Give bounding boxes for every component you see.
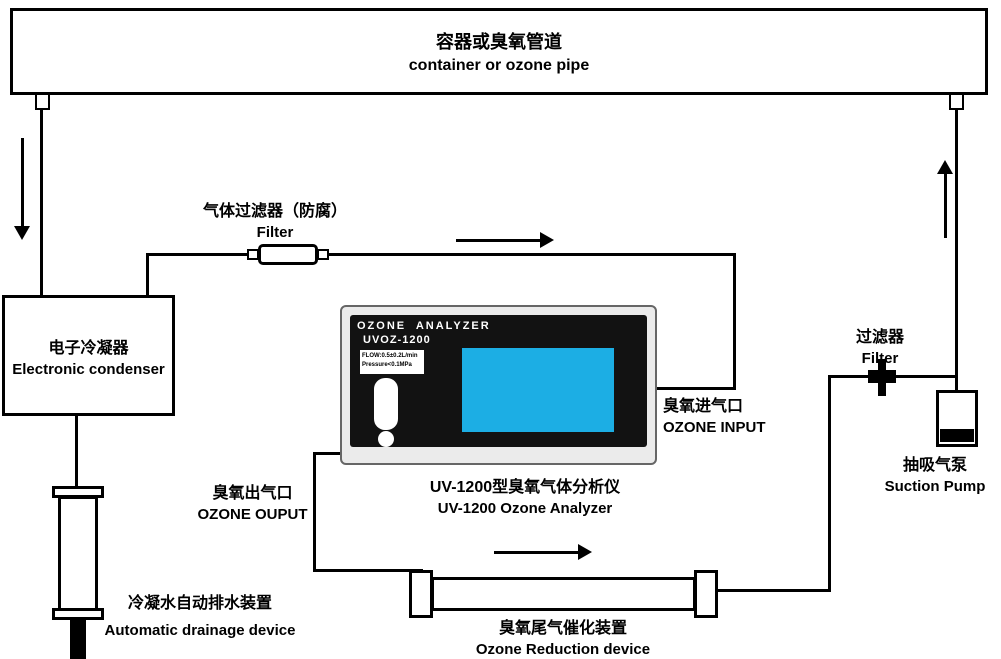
analyzer-label-en: UV-1200 Ozone Analyzer xyxy=(437,499,613,517)
reduction-cap-left xyxy=(409,570,433,618)
analyzer-model: UVOZ-1200 xyxy=(363,334,431,346)
pipe-label-en: container or ozone pipe xyxy=(408,57,590,74)
drainage-body xyxy=(58,496,98,612)
flow-arrow-down-head xyxy=(14,226,30,240)
flow-arrow-up-head xyxy=(937,160,953,174)
analyzer-spec-line1: FLOW:0.5±0.2L/min xyxy=(362,353,418,359)
line-pump-to-pipe xyxy=(955,110,958,390)
analyzer-spec-plate: FLOW:0.5±0.2L/min Pressure<0.1MPa xyxy=(360,350,424,374)
drainage-label-zh: 冷凝水自动排水装置 xyxy=(127,595,272,612)
pump-label-zh: 抽吸气泵 xyxy=(902,457,967,474)
ozone-output-label-zh: 臭氧出气口 xyxy=(212,485,293,502)
ozone-input-label: 臭氧进气口 OZONE INPUT xyxy=(663,397,766,437)
flow-arrow-top-head xyxy=(540,232,554,248)
condenser-label-zh: 电子冷凝器 xyxy=(48,339,129,357)
analyzer-flowmeter-knob xyxy=(378,431,394,447)
drainage-cap-top xyxy=(52,486,104,498)
line-filter-to-input-h xyxy=(329,253,735,256)
drainage-cap-bottom xyxy=(52,608,104,620)
reduction-cap-right xyxy=(694,570,718,618)
analyzer-title: OZONE ANALYZER xyxy=(357,320,491,332)
line-analyzer-output-h xyxy=(313,452,340,455)
reduction-label: 臭氧尾气催化装置 Ozone Reduction device xyxy=(413,619,713,659)
right-filter-label-en: Filter xyxy=(861,349,899,367)
ozone-output-label-en: OZONE OUPUT xyxy=(197,505,308,523)
inline-filter-icon-bar xyxy=(868,370,896,383)
reduction-body xyxy=(431,577,696,611)
flow-arrow-down-shaft xyxy=(21,138,24,226)
analyzer-label: UV-1200型臭氧气体分析仪 UV-1200 Ozone Analyzer xyxy=(375,478,675,518)
pipe-outlet-nipple-left xyxy=(35,93,50,110)
pump-box xyxy=(936,390,978,447)
line-input-to-analyzer xyxy=(657,387,736,390)
reduction-label-en: Ozone Reduction device xyxy=(475,640,651,658)
gas-filter-label-en: Filter xyxy=(256,223,294,241)
line-output-to-reduction xyxy=(313,569,423,572)
line-pipe-to-condenser xyxy=(40,110,43,296)
gas-filter-label: 气体过滤器（防腐） Filter xyxy=(185,202,365,242)
pipe-inlet-nipple-right xyxy=(949,93,964,110)
line-reduction-to-riser xyxy=(718,589,831,592)
gas-filter-body xyxy=(258,244,318,265)
ozone-output-label: 臭氧出气口 OZONE OUPUT xyxy=(180,484,325,524)
analyzer-front-face: OZONE ANALYZER UVOZ-1200 FLOW:0.5±0.2L/m… xyxy=(350,315,647,447)
condenser-label-en: Electronic condenser xyxy=(12,360,165,378)
analyzer-spec-line2: Pressure<0.1MPa xyxy=(362,362,412,368)
gas-filter-label-zh: 气体过滤器（防腐） xyxy=(202,203,347,220)
flow-arrow-bottom-shaft xyxy=(494,551,578,554)
right-filter-label: 过滤器 Filter xyxy=(830,328,930,368)
flow-arrow-bottom-head xyxy=(578,544,592,560)
ozone-input-label-en: OZONE INPUT xyxy=(663,418,766,436)
line-condenser-to-filter-h xyxy=(146,253,247,256)
line-input-v xyxy=(733,253,736,390)
line-riser-right xyxy=(828,375,831,592)
flow-arrow-up-shaft xyxy=(944,174,947,238)
right-filter-label-zh: 过滤器 xyxy=(855,329,904,346)
reduction-label-zh: 臭氧尾气催化装置 xyxy=(498,620,627,637)
analyzer-flowmeter-tube xyxy=(374,378,398,430)
flow-arrow-top-shaft xyxy=(456,239,540,242)
line-analyzer-output-v xyxy=(313,452,316,572)
pump-label: 抽吸气泵 Suction Pump xyxy=(860,456,1001,496)
ozone-input-label-zh: 臭氧进气口 xyxy=(663,398,744,415)
analyzer-label-zh: UV-1200型臭氧气体分析仪 xyxy=(429,479,621,496)
pump-label-en: Suction Pump xyxy=(884,477,986,495)
analyzer-panel: OZONE ANALYZER UVOZ-1200 FLOW:0.5±0.2L/m… xyxy=(340,305,657,465)
line-condenser-to-drainage xyxy=(75,415,78,487)
analyzer-display-screen xyxy=(462,348,614,432)
pipe-label-zh: 容器或臭氧管道 xyxy=(436,32,562,52)
pump-base-band xyxy=(940,429,974,442)
drainage-label-en: Automatic drainage device xyxy=(104,622,296,639)
drainage-stem xyxy=(70,619,86,659)
gas-filter-nipple-right xyxy=(317,249,329,260)
line-condenser-to-filter-v xyxy=(146,253,149,295)
container-pipe: 容器或臭氧管道 container or ozone pipe xyxy=(10,8,988,95)
condenser-box: 电子冷凝器 Electronic condenser xyxy=(2,295,175,416)
